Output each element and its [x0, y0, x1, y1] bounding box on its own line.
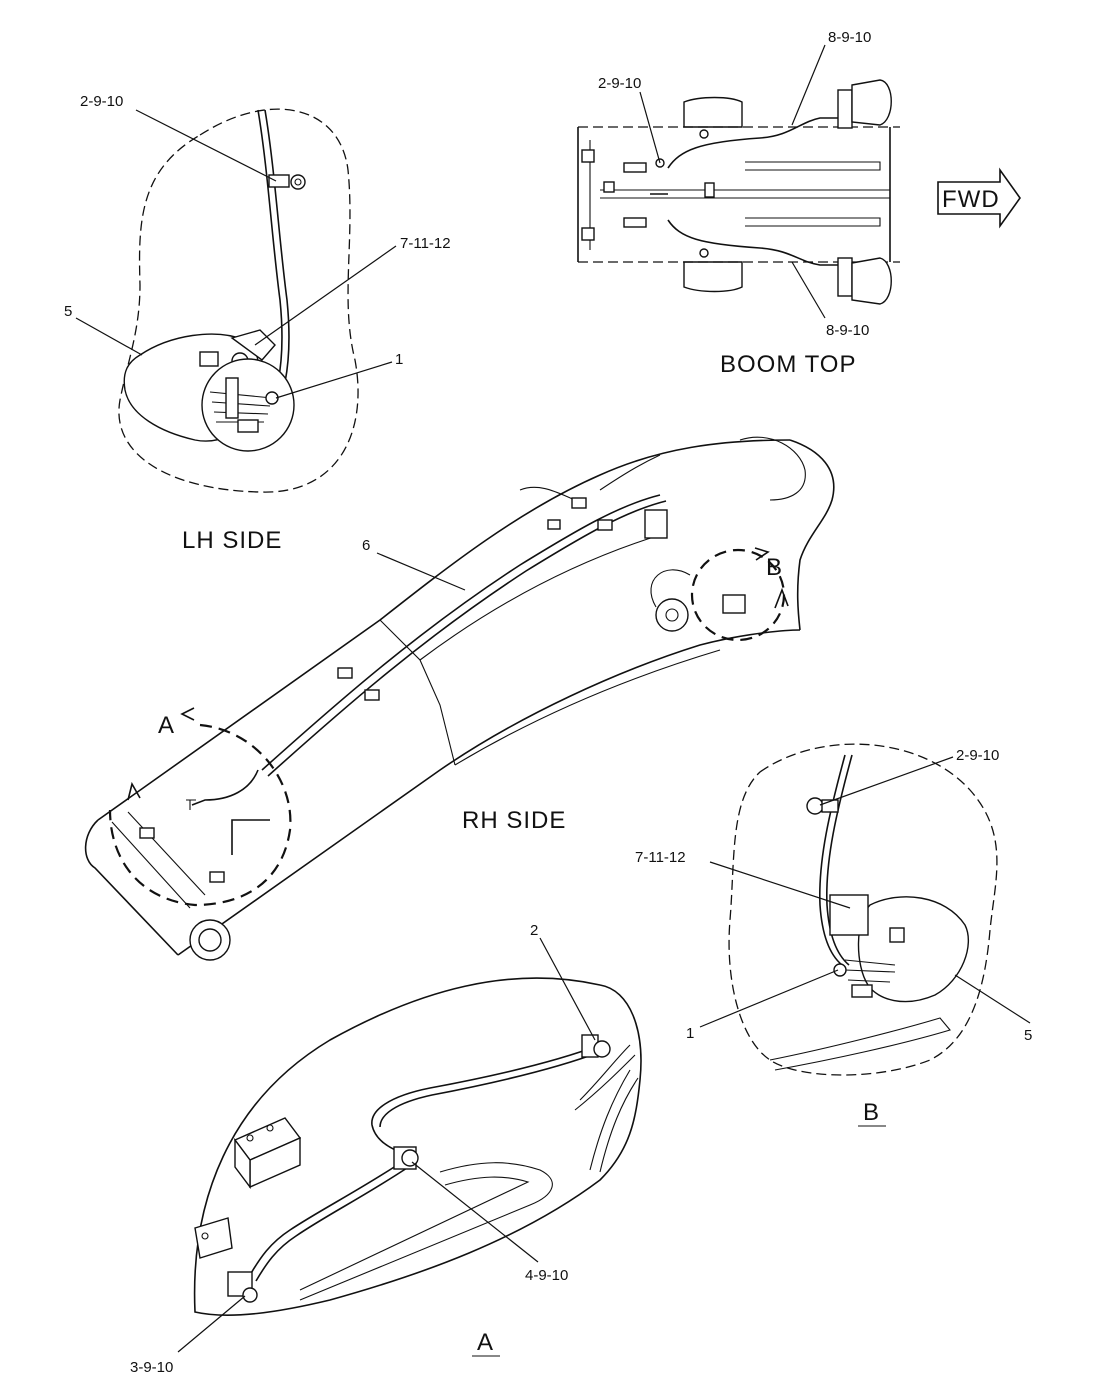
callout-b-5: 5	[1024, 1027, 1032, 1044]
lh-side-detail: 2-9-10 7-11-12 5 1 LH SIDE	[64, 93, 451, 554]
callout-lh-2-9-10: 2-9-10	[80, 93, 123, 110]
callout-lh-1: 1	[395, 351, 403, 368]
callout-main-6: 6	[362, 537, 370, 554]
callout-a-2: 2	[530, 922, 538, 939]
detail-a: 2 4-9-10 3-9-10 A	[130, 922, 642, 1376]
lamp-icon	[837, 79, 892, 305]
lh-detail-boundary	[118, 108, 359, 493]
view-marker-b: B	[690, 547, 789, 642]
boom-rh-side: B A 6 RH SIDE	[84, 436, 835, 961]
rh-side-title: RH SIDE	[462, 807, 566, 834]
lh-side-title: LH SIDE	[182, 527, 282, 554]
detail-b-title: B	[863, 1099, 880, 1126]
lamp-icon	[829, 894, 970, 1003]
view-marker-a-label: A	[158, 712, 175, 739]
callout-top-8-9-10-lower: 8-9-10	[826, 322, 869, 339]
callout-a-3-9-10: 3-9-10	[130, 1359, 173, 1376]
callout-a-4-9-10: 4-9-10	[525, 1267, 568, 1284]
callout-b-1: 1	[686, 1025, 694, 1042]
view-marker-b-label: B	[766, 554, 783, 581]
clip-icon	[227, 1034, 611, 1303]
detail-b: 2-9-10 7-11-12 1 5 B	[635, 743, 1032, 1127]
callout-lh-7-11-12: 7-11-12	[400, 235, 451, 252]
boom-top-view: 2-9-10 8-9-10 8-9-10 BOOM TOP FWD	[577, 29, 1021, 378]
callout-lh-5: 5	[64, 303, 72, 320]
clip-icon	[268, 174, 306, 190]
lamp-icon	[123, 329, 295, 452]
callout-b-2-9-10: 2-9-10	[956, 747, 999, 764]
fwd-arrow-icon: FWD	[937, 167, 1021, 229]
boom-top-title: BOOM TOP	[720, 351, 856, 378]
detail-a-title: A	[477, 1329, 494, 1356]
lamp-icon	[644, 509, 691, 632]
view-marker-a: A	[108, 707, 292, 907]
callout-top-2-9-10: 2-9-10	[598, 75, 641, 92]
fwd-label: FWD	[942, 186, 1000, 213]
callout-b-7-11-12: 7-11-12	[635, 849, 686, 866]
callout-top-8-9-10-upper: 8-9-10	[828, 29, 871, 46]
